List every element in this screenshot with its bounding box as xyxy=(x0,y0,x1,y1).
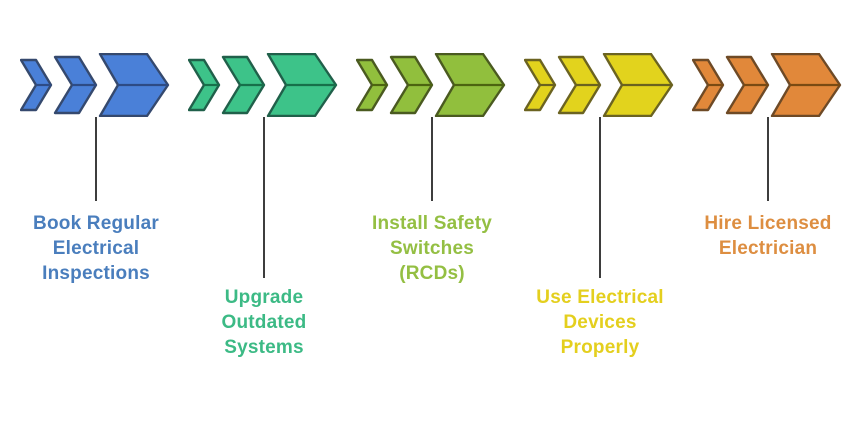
step-label-line: Electrician xyxy=(718,238,818,259)
connector-line xyxy=(95,117,97,201)
step-label-line: Upgrade xyxy=(224,287,304,308)
step-label-line: Properly xyxy=(560,337,640,358)
step-label-line: Install Safety xyxy=(371,213,492,234)
step-label-line: Systems xyxy=(224,337,304,358)
chevron-arrows-icon xyxy=(524,53,674,117)
step-label-line: Use Electrical xyxy=(536,287,664,308)
step-label-line: Devices xyxy=(563,312,637,333)
chevron-arrows-icon xyxy=(188,53,338,117)
chevron-arrows-icon xyxy=(356,53,506,117)
connector-line xyxy=(767,117,769,201)
connector-line xyxy=(599,117,601,278)
step-label-line: Switches xyxy=(390,238,474,259)
step-label-line: (RCDs) xyxy=(399,263,465,284)
chevron-arrows-icon xyxy=(20,53,170,117)
connector-line xyxy=(263,117,265,278)
step-label-line: Hire Licensed xyxy=(704,213,832,234)
step-label-line: Electrical xyxy=(52,238,140,259)
step-label-line: Outdated xyxy=(221,312,307,333)
chevron-arrows-icon xyxy=(692,53,842,117)
step-label-line: Inspections xyxy=(42,263,150,284)
connector-line xyxy=(431,117,433,201)
step-label-line: Book Regular xyxy=(33,213,159,234)
